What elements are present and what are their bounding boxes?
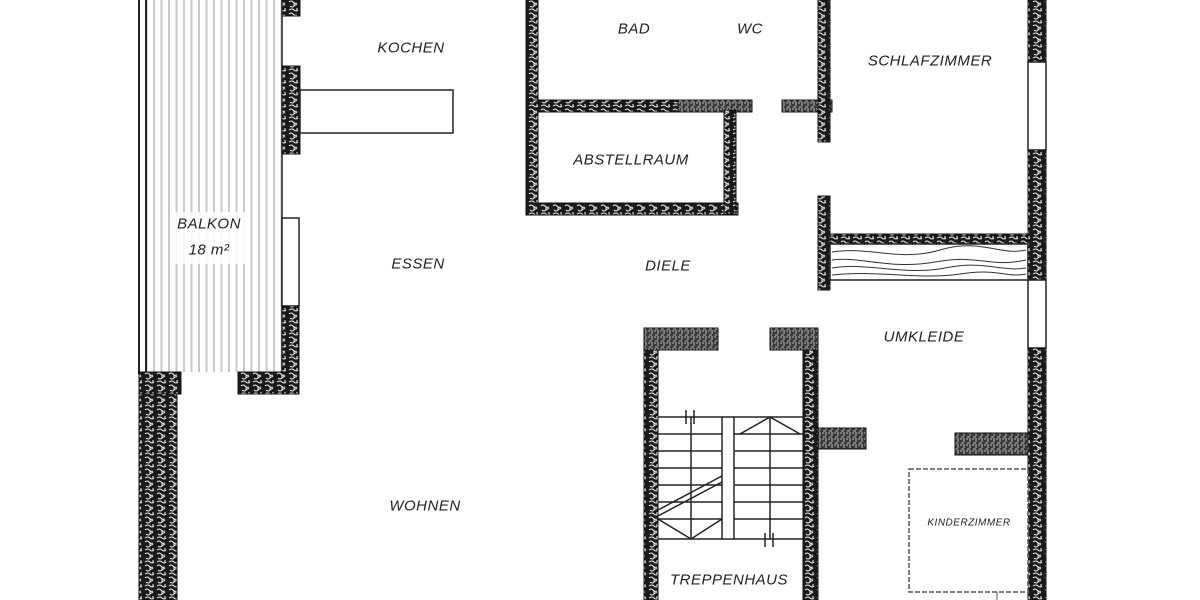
exterior-walls-left (138, 0, 301, 600)
exterior-walls-right (1027, 0, 1047, 600)
room-label-abstellraum: ABSTELLRAUM (573, 151, 689, 169)
room-label-kinderzimmer: KINDERZIMMER (927, 517, 1011, 529)
dressing-room-walls (908, 432, 1029, 600)
room-label-bad: BAD (617, 20, 651, 38)
room-label-balkon-area: 18 m² (188, 241, 230, 259)
storage-room-walls (525, 107, 739, 216)
kitchen-counter (299, 89, 454, 134)
room-label-wc: WC (737, 20, 763, 38)
room-label-wohnen: WOHNEN (389, 497, 461, 515)
room-label-diele: DIELE (645, 257, 691, 275)
room-label-kochen: KOCHEN (377, 39, 445, 57)
room-label-schlafzimmer: SCHLAFZIMMER (867, 52, 993, 70)
room-label-umkleide: UMKLEIDE (883, 328, 965, 346)
staircase (643, 327, 867, 600)
room-label-balkon: BALKON (177, 215, 241, 233)
bedroom-walls (817, 195, 1031, 291)
room-label-treppenhaus: TREPPENHAUS (669, 571, 789, 589)
kinderzimmer-outline (908, 468, 1029, 593)
bath-walls (525, 0, 833, 143)
balcony (138, 0, 283, 374)
room-label-essen: ESSEN (391, 255, 445, 273)
